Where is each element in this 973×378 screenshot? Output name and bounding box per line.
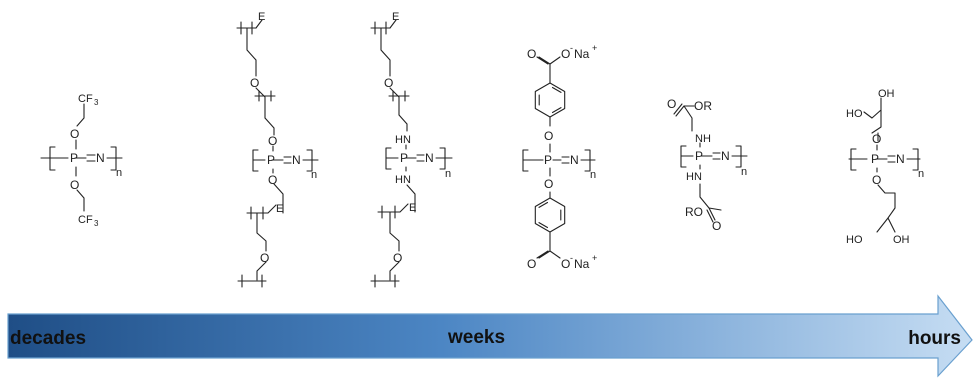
polymer-ether-side-chains: E O O P N O E O n [236,11,319,288]
repeat-unit-n: n [116,167,122,179]
carbonyl-oxygen: O [712,219,721,233]
end-group-e: E [276,203,283,215]
oxygen-atom: O [872,132,881,146]
repeat-unit-n: n [741,166,747,178]
negative-charge: - [570,43,573,53]
phosphorus-atom: P [871,152,879,166]
oxygen-atom: O [393,251,402,265]
repeat-unit-n: n [918,168,924,180]
carbonyl-oxygen: O [527,257,536,271]
sodium-counterion: Na [574,47,590,61]
amine-group: NH [695,133,711,145]
polymer-amino-acid-ester: O OR NH P N HN RO O n [667,97,748,233]
sodium-counterion: Na [574,257,590,271]
end-group-e: E [258,11,265,23]
carboxylate-oxygen: O [561,47,570,61]
end-group-e: E [392,11,399,23]
subscript-3: 3 [94,98,99,107]
repeat-unit-n: n [590,169,596,181]
oxygen-atom: O [70,127,79,141]
hydroxyl-group: OH [893,234,910,246]
phosphorus-atom: P [70,151,78,165]
oxygen-atom: O [70,178,79,192]
carboxylate-oxygen: O [561,257,570,271]
oxygen-atom: O [384,76,393,90]
degradation-time-arrow [7,294,973,378]
nitrogen-atom: N [96,151,105,165]
hydroxyl-group: HO [846,108,863,120]
timescale-label-weeks: weeks [448,327,506,348]
carbonyl-oxygen: O [667,97,676,111]
ester-group: OR [694,99,712,113]
amine-group: HN [395,174,411,186]
nitrogen-atom: N [721,149,730,163]
polymer-glycerol: OH HO O P N O HO OH n [846,88,924,246]
hydroxyl-group: HO [846,234,863,246]
subscript-3: 3 [94,219,99,228]
polymer-trifluoroethoxy: P N O O CF 3 CF 3 n [40,93,123,228]
oxygen-atom: O [544,129,553,143]
end-group-e: E [409,202,416,214]
nitrogen-atom: N [425,151,434,165]
hydroxyl-group: OH [878,88,895,100]
phosphorus-atom: P [695,149,703,163]
phosphorus-atom: P [544,153,552,167]
ester-group: RO [685,205,703,219]
oxygen-atom: O [250,76,259,90]
phosphorus-atom: P [267,153,275,167]
positive-charge: + [592,253,597,263]
oxygen-atom: O [268,173,277,187]
repeat-unit-n: n [311,169,317,181]
negative-charge: - [570,253,573,263]
polymer-carboxyphenoxy-sodium: O O - Na + O P N O O O - Na + n [522,43,597,271]
trifluoromethyl-group: CF [78,93,93,105]
nitrogen-atom: N [896,152,905,166]
timescale-label-hours: hours [908,328,961,349]
oxygen-atom: O [544,177,553,191]
trifluoromethyl-group: CF [78,214,93,226]
amine-group: HN [686,171,702,183]
repeat-unit-n: n [445,168,451,180]
nitrogen-atom: N [292,153,301,167]
amine-group: HN [395,134,411,146]
positive-charge: + [592,43,597,53]
oxygen-atom: O [872,173,881,187]
polymer-ether-amino-side-chains: E O HN P N HN E O n [370,11,453,288]
oxygen-atom: O [260,251,269,265]
oxygen-atom: O [268,134,277,148]
phosphorus-atom: P [400,151,408,165]
timescale-label-decades: decades [10,328,87,349]
nitrogen-atom: N [570,153,579,167]
carbonyl-oxygen: O [527,47,536,61]
